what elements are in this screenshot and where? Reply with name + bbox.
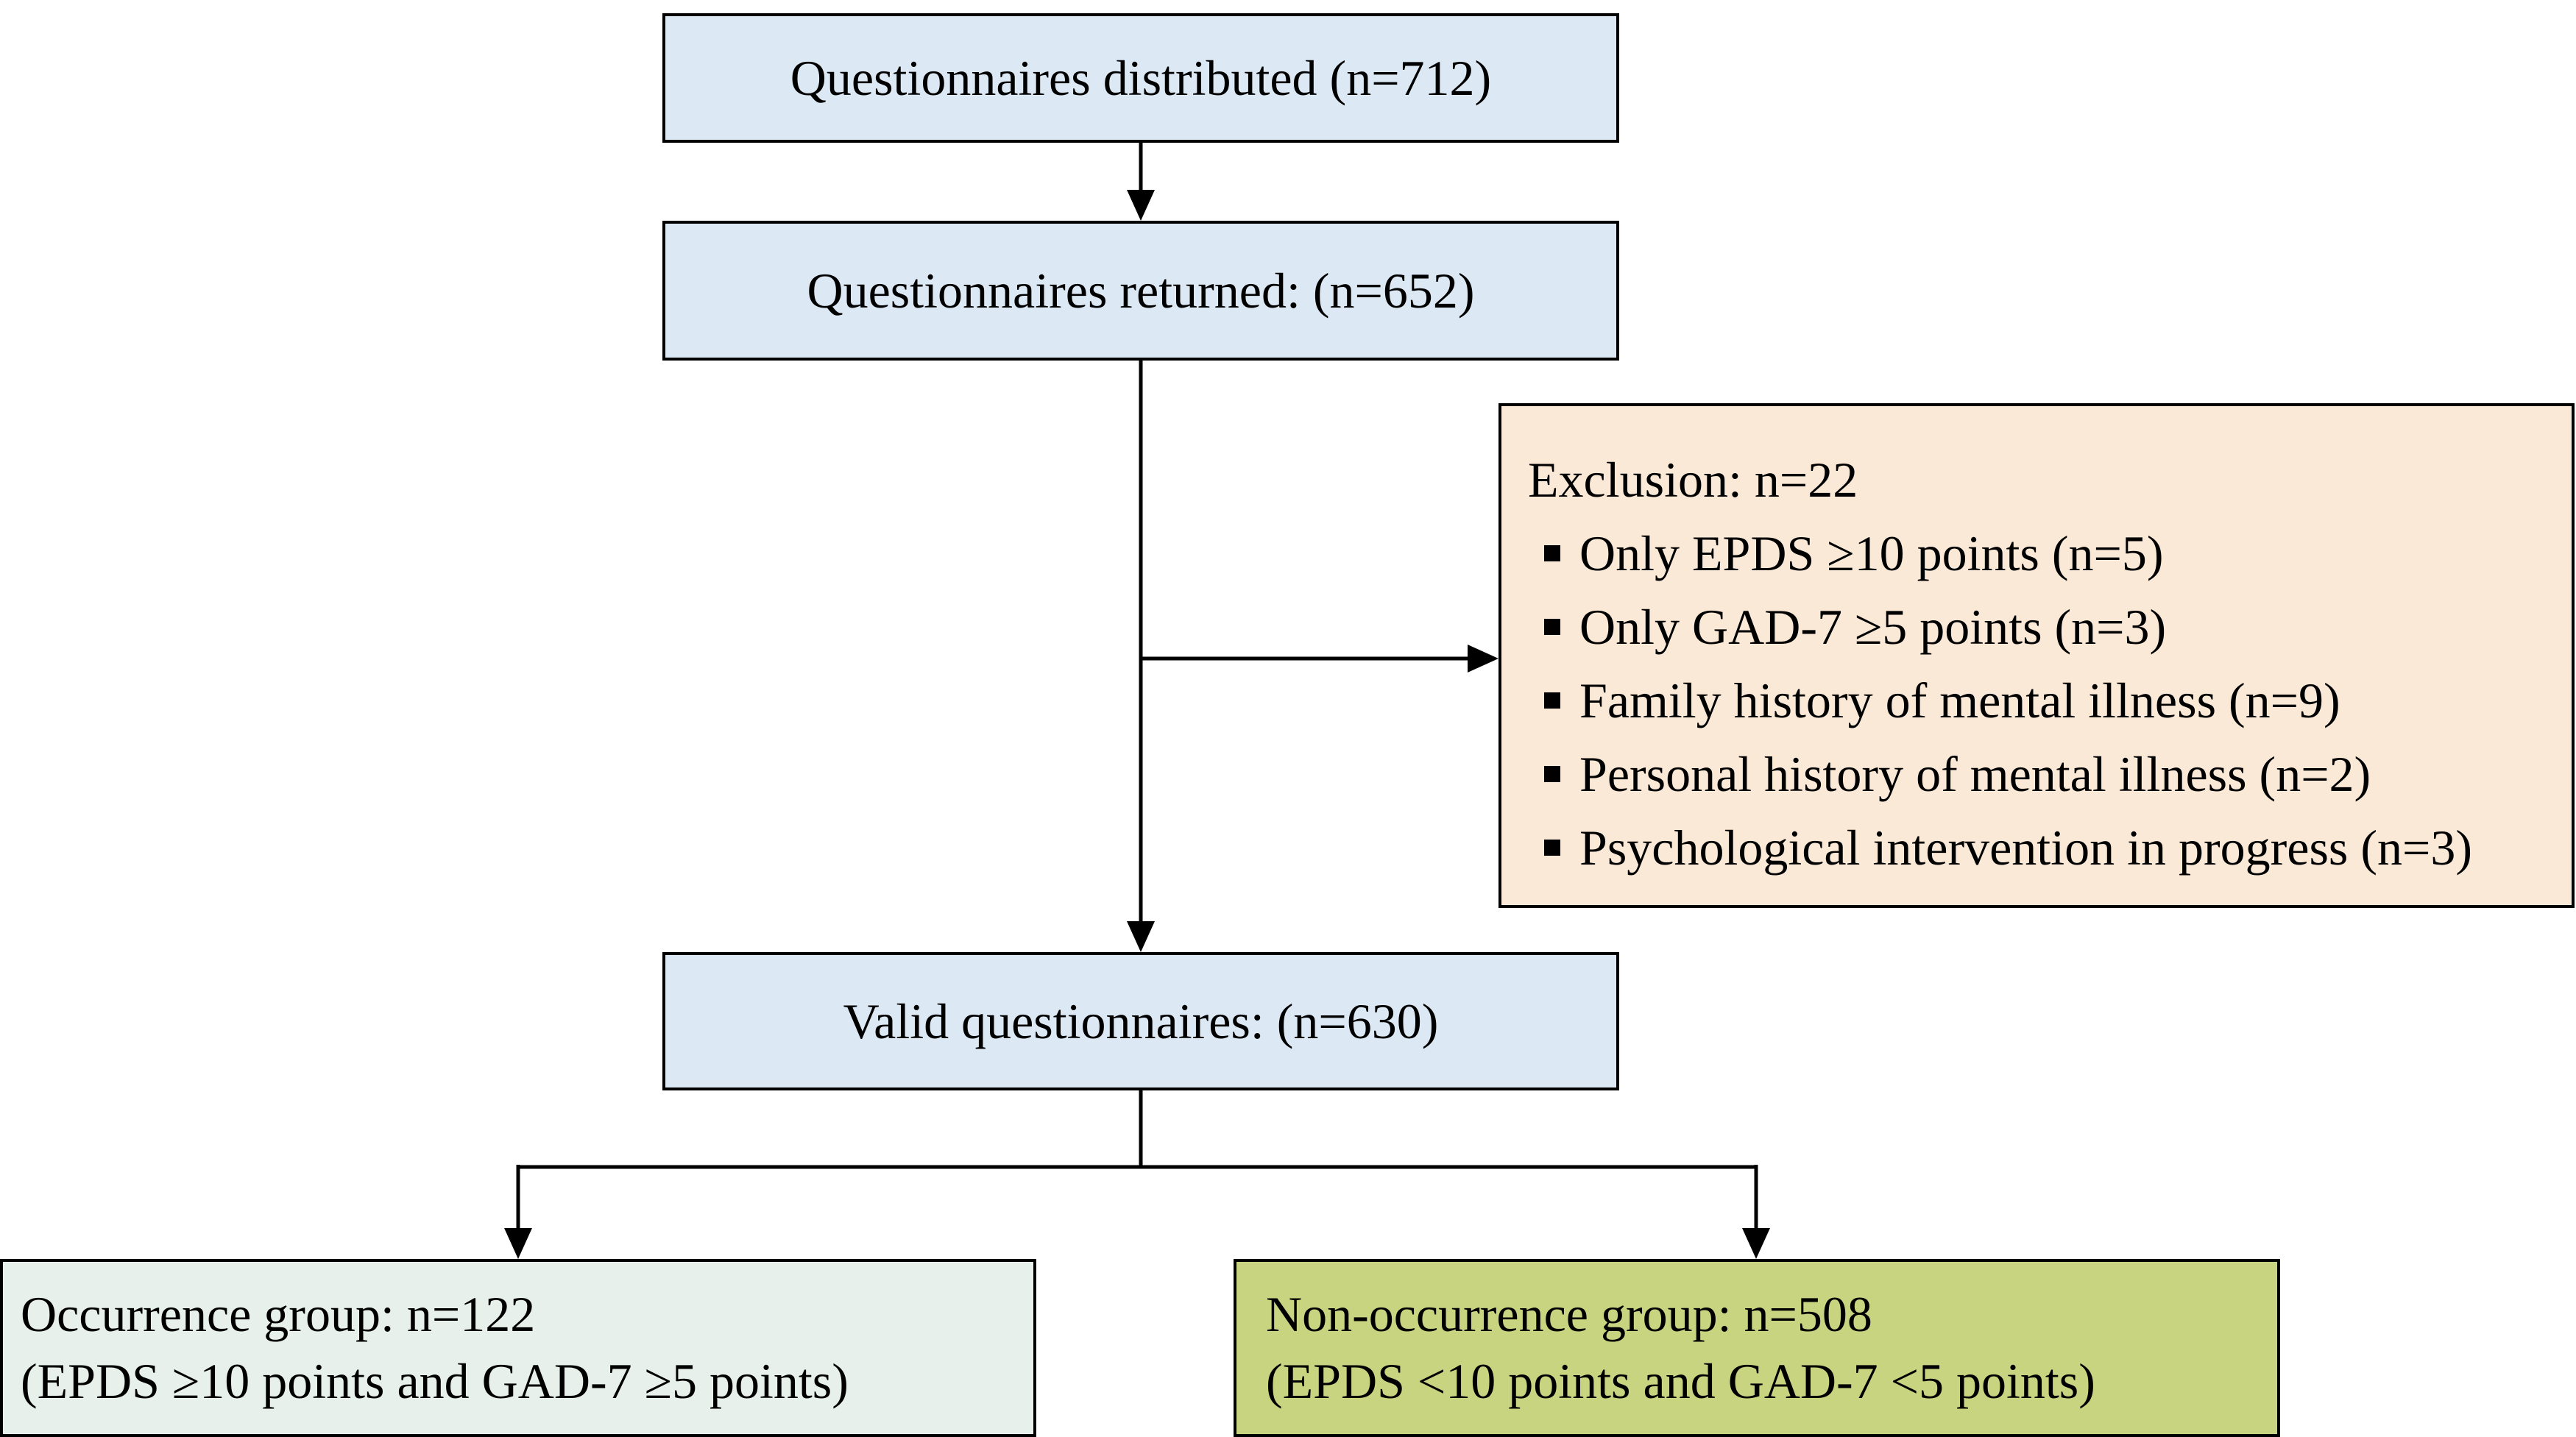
exclusion-item: Family history of mental illness (n=9) [1544,664,2554,737]
exclusion-item-label: Psychological intervention in progress (… [1579,820,2473,876]
non-occurrence-group-line2: (EPDS <10 points and GAD-7 <5 points) [1266,1353,2095,1409]
square-bullet-icon [1544,692,1560,709]
box-questionnaires-distributed: Questionnaires distributed (n=712) [662,13,1619,143]
exclusion-item-label: Personal history of mental illness (n=2) [1579,746,2371,802]
arrowhead-icon [1127,921,1155,952]
exclusion-list: Only EPDS ≥10 points (n=5) Only GAD-7 ≥5… [1544,517,2554,884]
valid-questionnaires-label: Valid questionnaires: (n=630) [843,993,1439,1049]
square-bullet-icon [1544,766,1560,782]
exclusion-item-label: Family history of mental illness (n=9) [1579,673,2340,728]
exclusion-item: Personal history of mental illness (n=2) [1544,737,2554,811]
exclusion-item: Only GAD-7 ≥5 points (n=3) [1544,590,2554,664]
arrowhead-icon [1468,645,1498,673]
exclusion-title: Exclusion: n=22 [1528,452,1858,508]
box-exclusion: Exclusion: n=22 Only EPDS ≥10 points (n=… [1498,403,2575,908]
questionnaires-returned-label: Questionnaires returned: (n=652) [807,262,1475,319]
arrowhead-icon [504,1228,532,1259]
exclusion-item: Psychological intervention in progress (… [1544,811,2554,884]
arrowhead-icon [1127,190,1155,221]
box-non-occurrence-group: Non-occurrence group: n=508 (EPDS <10 po… [1234,1259,2280,1437]
occurrence-group-line1: Occurrence group: n=122 [21,1285,536,1342]
box-occurrence-group: Occurrence group: n=122 (EPDS ≥10 points… [0,1259,1036,1437]
occurrence-group-line2: (EPDS ≥10 points and GAD-7 ≥5 points) [21,1353,849,1409]
box-questionnaires-returned: Questionnaires returned: (n=652) [662,221,1619,361]
exclusion-item-label: Only EPDS ≥10 points (n=5) [1579,525,2164,581]
square-bullet-icon [1544,619,1560,635]
arrowhead-icon [1742,1228,1770,1259]
exclusion-item-label: Only GAD-7 ≥5 points (n=3) [1579,599,2167,655]
questionnaires-distributed-label: Questionnaires distributed (n=712) [790,49,1492,106]
non-occurrence-group-line1: Non-occurrence group: n=508 [1266,1285,1872,1342]
square-bullet-icon [1544,840,1560,856]
exclusion-item: Only EPDS ≥10 points (n=5) [1544,517,2554,590]
square-bullet-icon [1544,545,1560,561]
box-valid-questionnaires: Valid questionnaires: (n=630) [662,952,1619,1090]
